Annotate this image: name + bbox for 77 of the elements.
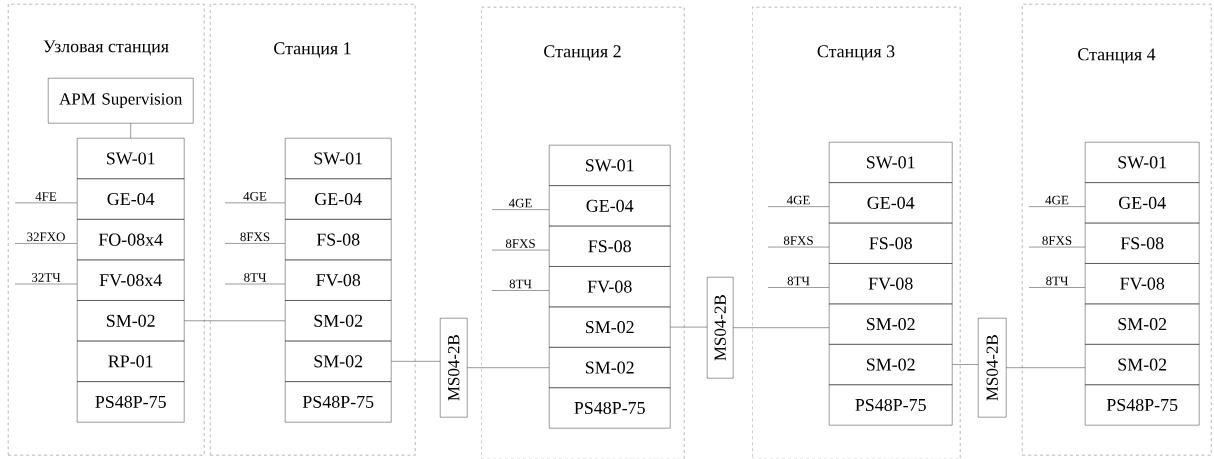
connector-line bbox=[1006, 367, 1086, 368]
module-cell: FS-08 bbox=[549, 225, 671, 267]
module-cell: FS-08 bbox=[285, 219, 392, 261]
port-label: 4GE bbox=[242, 190, 268, 202]
port-label: 8ТЧ bbox=[508, 278, 533, 290]
module-cell: PS48P-75 bbox=[829, 384, 953, 426]
module-cell: FV-08 bbox=[829, 263, 953, 305]
port-label: 8ТЧ bbox=[786, 275, 811, 287]
module-cell: SM-02 bbox=[77, 300, 185, 342]
module-cell: GE-04 bbox=[1085, 182, 1200, 224]
connector-line bbox=[224, 202, 286, 204]
port-label: 8ТЧ bbox=[1044, 275, 1070, 287]
module-cell: PS48P-75 bbox=[1085, 384, 1200, 426]
module-cell: FV-08x4 bbox=[77, 259, 185, 301]
port-label: 32FXO bbox=[25, 231, 67, 243]
connector-line bbox=[467, 367, 550, 368]
module-cell: PS48P-75 bbox=[285, 381, 392, 423]
connector-line bbox=[767, 206, 830, 207]
connector-line bbox=[670, 326, 708, 328]
multiplexer-box: MS04-2B bbox=[978, 318, 1007, 418]
module-cell: SM-02 bbox=[285, 300, 392, 342]
module-cell: SW-01 bbox=[1085, 142, 1200, 183]
module-cell: SW-01 bbox=[549, 145, 671, 186]
module-cell: SM-02 bbox=[549, 306, 671, 348]
port-label: 8FXS bbox=[1040, 235, 1074, 246]
connector-line bbox=[391, 361, 441, 362]
port-label: 4GE bbox=[1044, 194, 1070, 206]
port-label: 32ТЧ bbox=[30, 272, 62, 283]
connector-line bbox=[130, 123, 131, 139]
module-cell: PS48P-75 bbox=[77, 381, 185, 423]
module-cell: SM-02 bbox=[829, 344, 953, 385]
port-label: 8FXS bbox=[238, 231, 272, 243]
connector-line bbox=[1028, 246, 1086, 248]
module-cell: SM-02 bbox=[829, 303, 953, 345]
connector-line bbox=[1028, 206, 1086, 207]
module-cell: PS48P-75 bbox=[549, 387, 671, 429]
connector-line bbox=[767, 246, 830, 248]
connector-line bbox=[224, 243, 286, 244]
port-label: 4FE bbox=[34, 191, 58, 202]
connector-line bbox=[1028, 287, 1086, 288]
module-cell: GE-04 bbox=[829, 182, 953, 224]
port-label: 8FXS bbox=[504, 238, 537, 249]
multiplexer-box: MS04-2B bbox=[707, 277, 734, 379]
port-label: 8ТЧ bbox=[242, 272, 268, 283]
module-cell: FO-08x4 bbox=[77, 219, 185, 261]
module-cell: GE-04 bbox=[549, 185, 671, 227]
module-cell: RP-01 bbox=[77, 340, 185, 382]
connector-line bbox=[184, 320, 286, 321]
connector-line bbox=[491, 290, 550, 291]
module-cell: FV-08 bbox=[1085, 263, 1200, 305]
connector-line bbox=[491, 249, 550, 251]
module-cell: SW-01 bbox=[77, 138, 185, 179]
module-cell: SW-01 bbox=[829, 142, 953, 183]
module-cell: SM-02 bbox=[285, 340, 392, 382]
module-cell: SM-02 bbox=[1085, 303, 1200, 345]
connector-line bbox=[491, 209, 550, 210]
connector-line bbox=[14, 243, 78, 244]
port-label: 4GE bbox=[785, 194, 812, 206]
connector-line bbox=[767, 287, 830, 288]
workstation-box: АРМ Supervision bbox=[48, 78, 194, 124]
module-cell: FS-08 bbox=[829, 222, 953, 264]
module-cell: FS-08 bbox=[1085, 222, 1200, 264]
module-cell: FV-08 bbox=[549, 266, 671, 308]
connector-line bbox=[14, 202, 78, 204]
module-cell: SM-02 bbox=[1085, 344, 1200, 385]
module-cell: GE-04 bbox=[285, 178, 392, 220]
module-cell: SM-02 bbox=[549, 347, 671, 388]
port-label: 8FXS bbox=[782, 235, 815, 246]
connector-line bbox=[952, 364, 979, 365]
connector-line bbox=[733, 327, 830, 328]
module-cell: GE-04 bbox=[77, 178, 185, 220]
port-label: 4GE bbox=[507, 197, 534, 209]
multiplexer-box: MS04-2B bbox=[440, 318, 468, 418]
connector-line bbox=[224, 283, 286, 285]
connector-line bbox=[14, 283, 78, 285]
module-cell: SW-01 bbox=[285, 138, 392, 179]
module-cell: FV-08 bbox=[285, 259, 392, 301]
